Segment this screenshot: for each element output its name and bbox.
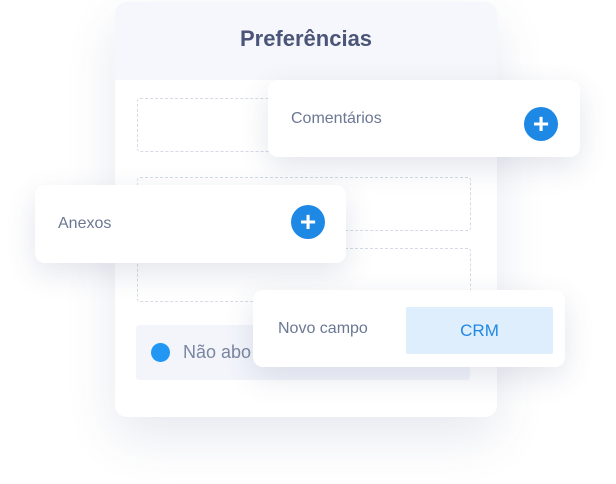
- comentarios-label: Comentários: [291, 109, 382, 127]
- add-anexos-button[interactable]: +: [291, 205, 325, 239]
- field-row-label: Não abo: [183, 342, 252, 362]
- novo-campo-card[interactable]: Novo campo CRM: [253, 290, 565, 367]
- anexos-label: Anexos: [58, 215, 112, 232]
- anexos-card[interactable]: Anexos +: [35, 185, 346, 263]
- add-comentarios-button[interactable]: +: [524, 107, 558, 141]
- panel-title: Preferências: [239, 26, 373, 51]
- novo-campo-label: Novo campo: [278, 319, 368, 337]
- panel-header: Preferências: [115, 2, 497, 80]
- crm-button[interactable]: CRM: [406, 307, 553, 354]
- comentarios-card[interactable]: Comentários +: [268, 80, 580, 157]
- radio-dot-icon: [151, 343, 170, 362]
